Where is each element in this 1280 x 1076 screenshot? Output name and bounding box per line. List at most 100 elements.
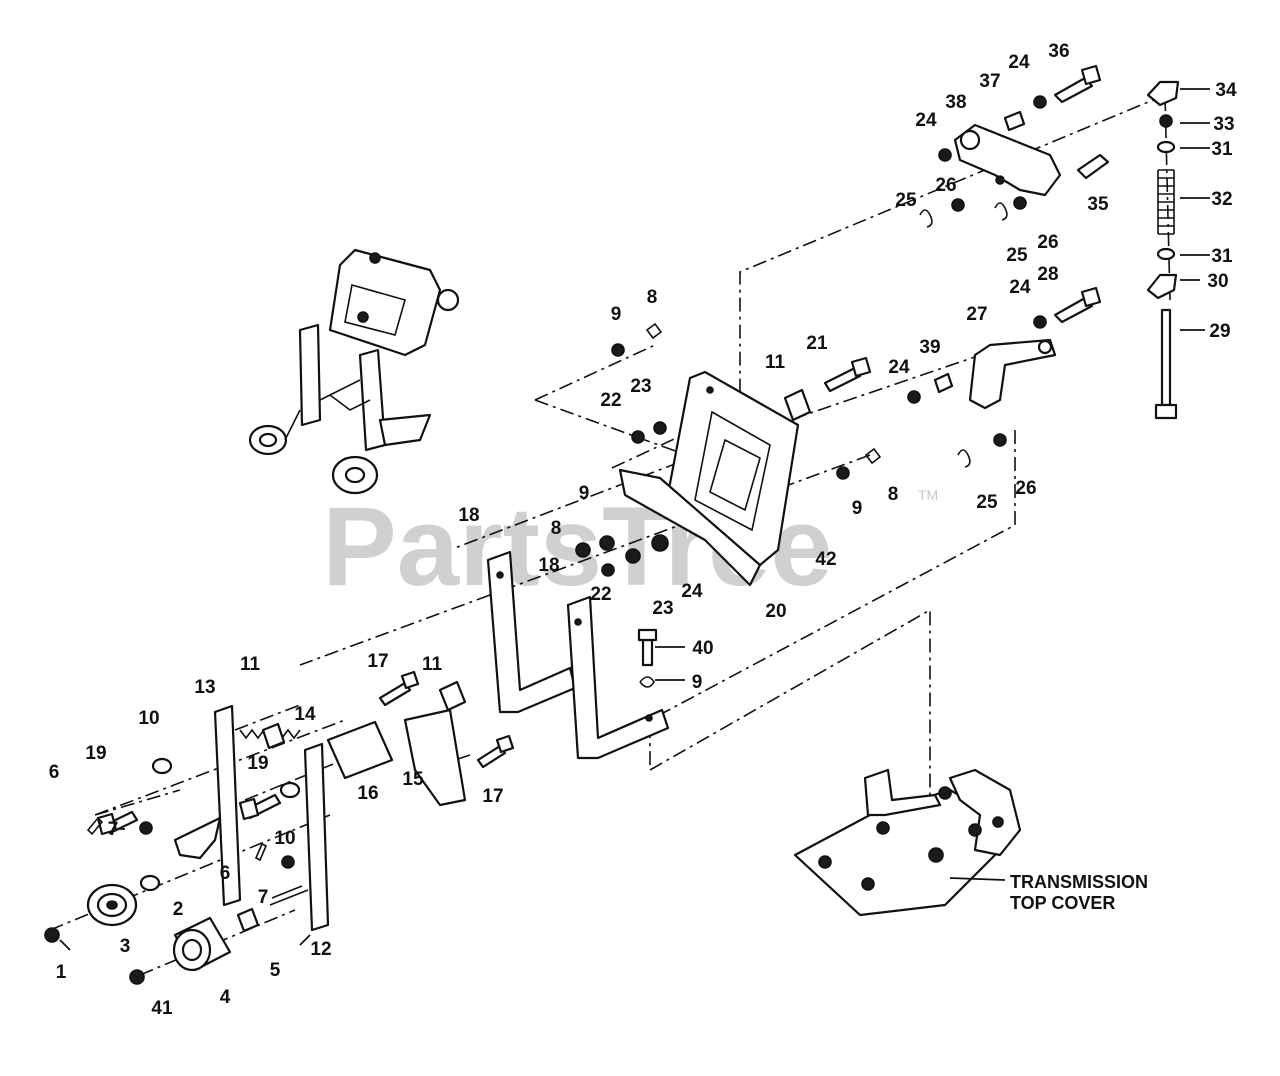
cover-bracket-left [863,768,942,817]
transmission-label-line2: TOP COVER [1010,893,1115,913]
assembled-plate [328,248,442,357]
callout-7: 7 [258,887,269,908]
cover-bolt [818,855,832,869]
bracket-hole [645,714,653,722]
callout-22: 22 [600,390,621,411]
nut-24-top [1033,95,1047,109]
nut-33 [1159,114,1173,128]
bolt-36-head [1080,64,1102,86]
callout-11: 11 [240,654,261,675]
assembled-bolt [357,311,369,323]
washer-31-top [1156,140,1176,154]
callout-10: 10 [138,708,159,729]
callout-24: 24 [1008,52,1030,73]
washer-10-right [279,781,301,799]
washer-10-left [151,757,173,775]
callout-38: 38 [945,92,966,113]
callout-10: 10 [274,828,295,849]
bolt-17-top-head [400,670,420,690]
bracket-hole [574,618,582,626]
assembled-linkage [284,379,371,441]
control-plate [575,322,882,587]
nut-23-mid [625,548,641,564]
bellcrank-pivot [995,175,1005,185]
lower-assembly [44,670,515,985]
nut-9-right [836,466,850,480]
plate-42-slot [709,438,761,512]
callout-24: 24 [1009,277,1031,298]
stud-35 [1076,153,1110,180]
assembly-line [94,719,346,816]
lock-8-right [864,447,882,465]
bolt-19-right-head [238,797,260,821]
nut-23 [653,421,667,435]
bolt-12 [269,885,309,906]
callouts: 1 2 3 4 5 6 6 7 7 8 8 8 9 9 9 9 10 10 11… [49,41,1237,1019]
callout-35: 35 [1087,194,1109,215]
nut-9-top [611,343,625,357]
callout-25: 25 [976,492,998,513]
nut-8-mid [575,542,591,558]
clip-25 [919,209,933,228]
callout-41: 41 [151,998,173,1019]
nut-26 [1013,196,1027,210]
bracket-hole [496,571,504,579]
callout-25: 25 [1006,245,1028,266]
bracket-16 [326,720,394,780]
callout-19: 19 [247,753,268,774]
callout-2: 2 [173,899,184,920]
bolt-17-bottom [476,744,507,769]
pulley-3-hub [106,900,118,910]
rod-29 [1160,308,1172,407]
assembled-pulley-hub [258,432,278,448]
bolt-36 [1053,76,1094,104]
rod-29-head [1154,403,1178,420]
callout-18: 18 [538,555,559,576]
transmission-cover: TRANSMISSION TOP COVER [793,768,1148,917]
callout-13: 13 [194,677,215,698]
callout-40: 40 [692,638,713,659]
callout-3: 3 [120,936,131,957]
callout-1: 1 [56,962,67,983]
nut-7-right [281,855,295,869]
lock-9-bottom [639,676,655,688]
callout-23: 23 [630,376,651,397]
callout-9: 9 [611,304,622,325]
clip-25-mid [957,449,971,468]
leader-line [59,828,311,951]
bracket-foot [173,816,222,860]
assembled-bracket-left [298,323,322,427]
spring-32 [1157,169,1175,235]
cover-leader [949,877,1006,881]
linkage-upper [919,64,1110,228]
rod-assembly [1146,80,1180,420]
bolt-40 [641,638,654,667]
assembly-line [234,704,301,731]
arm-assembly [907,286,1102,468]
callout-39: 39 [919,337,940,358]
assembled-view [248,248,460,495]
assembly-line [454,344,1011,549]
leader-line [1180,88,1210,331]
callout-18: 18 [458,505,479,526]
callout-6: 6 [49,762,60,783]
spacer-11-right [438,680,467,712]
assembled-plate-window [344,283,406,336]
nut-7-left [139,821,153,835]
callout-26: 26 [1037,232,1058,253]
callout-19: 19 [85,743,106,764]
callout-22: 22 [590,584,611,605]
callout-9: 9 [579,483,590,504]
watermark-trademark: TM [918,487,938,503]
nut-1 [44,927,60,943]
spacer-5 [236,907,260,933]
nut-41 [129,969,145,985]
bolt-21-head [850,356,872,378]
cotter-6-right [254,842,268,862]
nut-22 [631,430,645,444]
callout-32: 32 [1211,189,1232,210]
cover-bracket-right [948,768,1022,857]
callout-33: 33 [1213,114,1234,135]
assembly-line [649,430,1016,860]
